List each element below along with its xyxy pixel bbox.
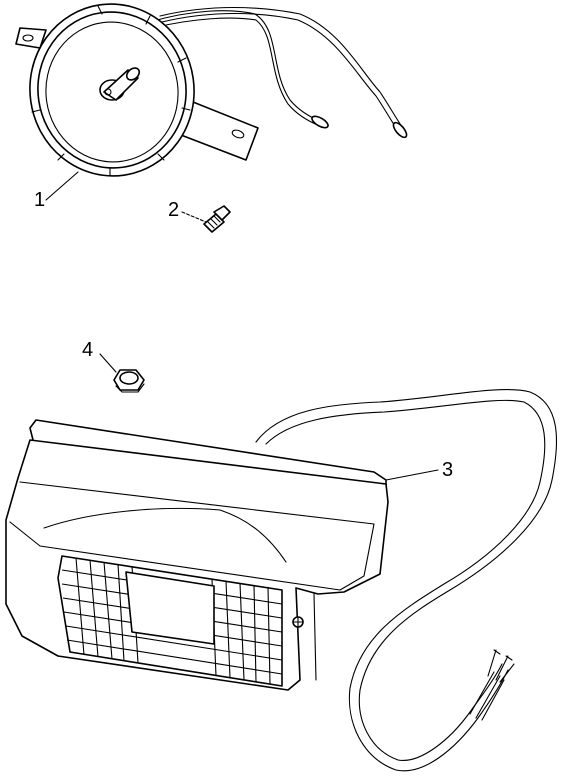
callout-2: 2 xyxy=(168,199,207,223)
callout-1: 1 xyxy=(34,171,79,211)
svg-text:2: 2 xyxy=(168,199,179,221)
svg-text:3: 3 xyxy=(442,459,453,481)
svg-text:1: 1 xyxy=(34,189,45,211)
svg-text:4: 4 xyxy=(82,339,93,361)
callout-3: 3 xyxy=(385,459,453,481)
horn-part xyxy=(15,3,408,177)
screw-part xyxy=(203,205,231,233)
nut-part xyxy=(113,369,145,393)
tail-light-part xyxy=(5,389,558,772)
callout-4: 4 xyxy=(82,339,117,373)
